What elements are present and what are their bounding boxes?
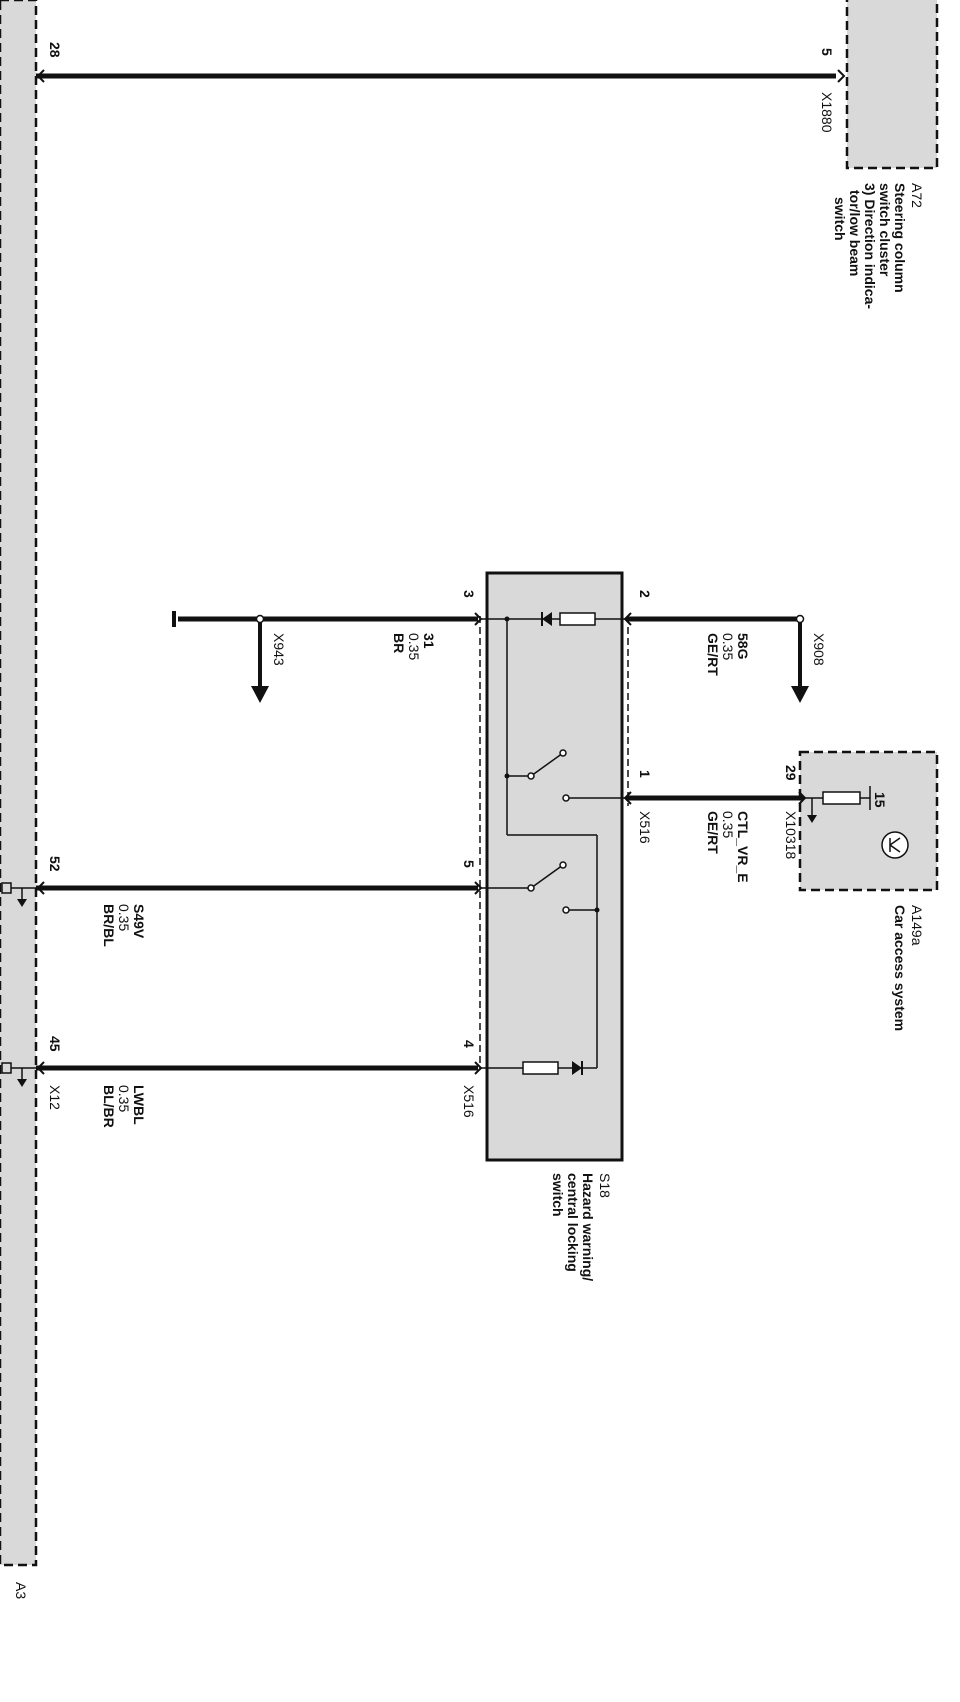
a149a-resistor [822,791,861,805]
wire-31-size: 0.35 [406,633,422,660]
connector-x12: X12 [47,1085,63,1110]
connector-x943: X943 [271,633,287,666]
s18-led-bottom [572,1061,582,1075]
wire-58g-size: 0.35 [720,633,736,660]
module-a149a-box [798,750,939,892]
module-s18-desc-3: switch [550,1173,566,1217]
pin-a3-52-mark [36,881,45,895]
module-a72-desc-4: tor/low beam [847,190,863,276]
wire-ctl-name: CTL_VR_E [735,811,751,883]
wire-ctl-size: 0.35 [720,811,736,838]
module-a72-desc-5: switch [832,197,848,241]
module-a72-id: A72 [909,183,925,208]
pin-s18-5: 5 [461,860,477,868]
wire-s49v-color: BR/BL [101,904,117,947]
module-a3-id: A3 [13,1582,29,1599]
connector-x516-bottom: X516 [461,1085,477,1118]
s18-resistor-bottom [522,1061,559,1075]
pin-a72-5: 5 [819,48,835,56]
splice-x908-arrow [791,686,809,703]
module-a3-box [0,0,38,1567]
module-s18-desc-2: central locking [565,1173,581,1272]
wire-lwbl-name: LWBL [131,1085,147,1125]
pin-a72-5-mark [837,69,846,83]
module-a149a-id: A149a [909,905,925,946]
pin-s18-1: 1 [637,770,653,778]
pin-a149a-29: 29 [783,765,799,781]
s18-resistor-top [559,612,596,626]
wire-s49v-size: 0.35 [116,904,132,931]
connector-x908: X908 [811,633,827,666]
module-a149a-desc: Car access system [892,905,908,1031]
wire-ctl-color: GE/RT [705,811,721,854]
wire-s49v-name: S49V [131,904,147,939]
pin-a3-45: 45 [47,1036,63,1052]
pin-a3-45-mark [36,1061,45,1075]
pin-s18-4: 4 [461,1040,477,1048]
a149a-pin-15: 15 [872,792,888,808]
wire-lwbl-color: BL/BR [101,1085,117,1128]
module-s18-id: S18 [597,1173,613,1198]
wire-58g-color: GE/RT [705,633,721,676]
pin-a3-28-mark [36,69,45,83]
wire-31-name: 31 [421,633,437,649]
pin-s18-3: 3 [461,590,477,598]
pin-a3-28: 28 [47,42,63,58]
module-a72-box [845,0,939,170]
wire-58g-name: 58G [735,633,751,660]
module-a72-desc-1: Steering column [892,183,908,293]
module-a72-desc-3: 3) Direction indica- [862,183,878,309]
pin-s18-2: 2 [637,590,653,598]
transistor-icon [881,831,909,859]
wire-31-color: BR [391,633,407,653]
splice-x943-dot [255,614,265,624]
connector-x1880: X1880 [819,92,835,133]
module-a72-desc-2: switch cluster [877,183,893,277]
splice-x943-arrow [251,686,269,703]
connector-x10318: X10318 [783,811,799,859]
connector-x516-top: X516 [637,811,653,844]
wire-lwbl-size: 0.35 [116,1085,132,1112]
splice-x908-dot [795,614,805,624]
module-s18-desc-1: Hazard warning/ [580,1173,596,1281]
pin-a3-52: 52 [47,856,63,872]
s18-led-top [542,612,552,626]
